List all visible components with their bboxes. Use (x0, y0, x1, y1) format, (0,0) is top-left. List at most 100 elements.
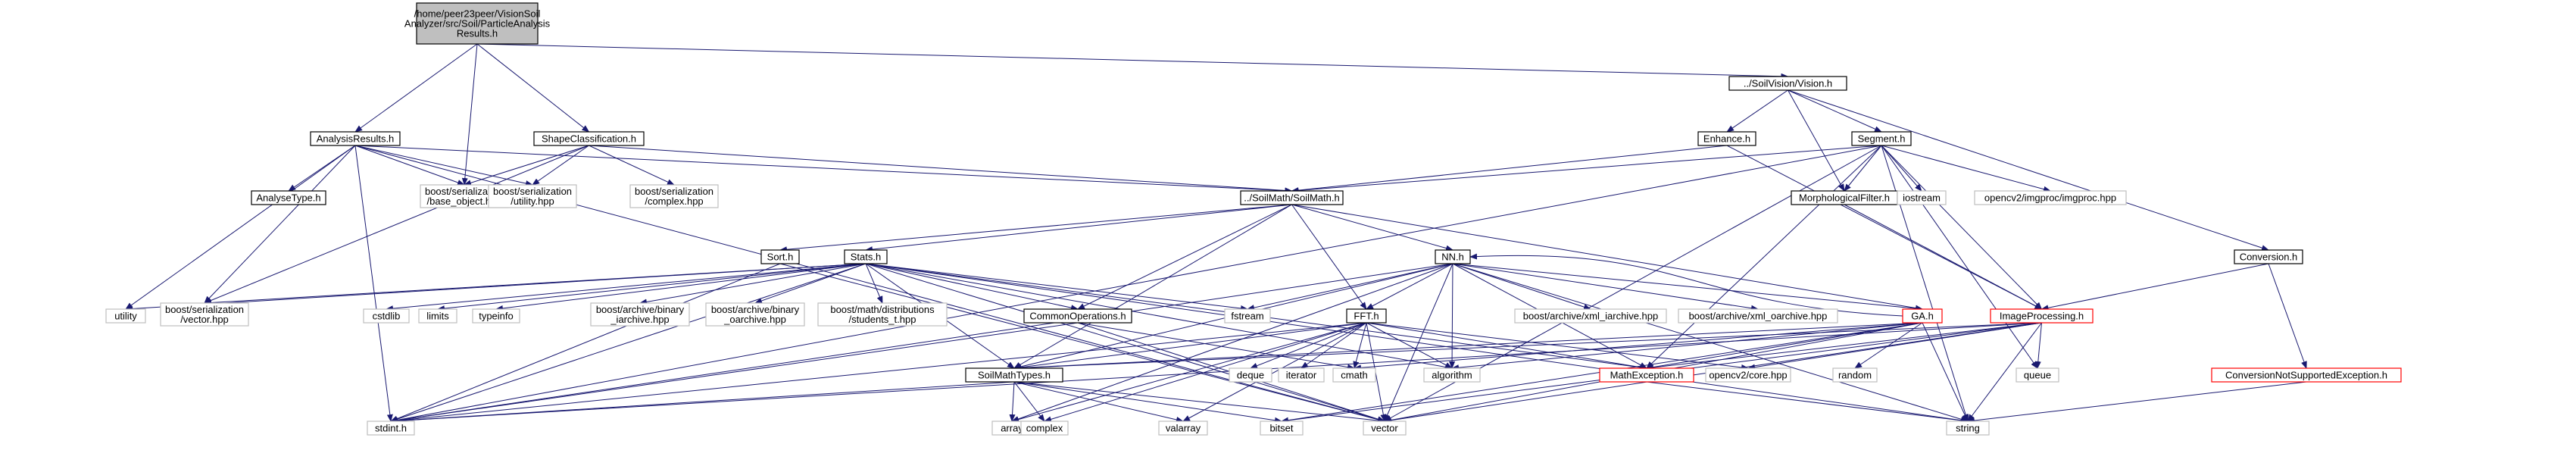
node-label: Sort.h (767, 252, 794, 263)
node-label: _oarchive.hpp (723, 314, 786, 325)
node-label: vector (1371, 423, 1398, 434)
node-iostream[interactable]: iostream (1897, 190, 1947, 205)
edge-segment-to-stdint (390, 145, 1882, 424)
node-ffth[interactable]: FFT.h (1346, 308, 1387, 324)
node-algorithm[interactable]: algorithm (1423, 367, 1481, 383)
edge-soilmathtypes-to-valarray (1013, 381, 1184, 423)
edge-morph-to-imageprocessing (1844, 204, 2043, 310)
node-conversion[interactable]: Conversion.h (2234, 249, 2303, 264)
node-label: Enhance.h (1703, 133, 1750, 145)
node-box (1946, 421, 1990, 436)
node-sorth[interactable]: Sort.h (760, 249, 800, 264)
node-label: Results.h (457, 28, 498, 39)
node-box (1332, 367, 1376, 383)
node-utilityhpp[interactable]: boost/serialization/utility.hpp (488, 184, 577, 208)
edge-nnh-to-fstream (1247, 263, 1453, 311)
node-cmath[interactable]: cmath (1332, 367, 1376, 383)
node-imageprocessing[interactable]: ImageProcessing.h (1990, 308, 2094, 324)
node-label: boost/serialization (635, 186, 713, 197)
node-iterator[interactable]: iterator (1278, 367, 1325, 383)
node-binary_iarchive[interactable]: boost/archive/binary_iarchive.hpp (590, 302, 690, 327)
edge-statsh-to-fstream (865, 263, 1248, 311)
node-vector[interactable]: vector (1363, 421, 1407, 436)
node-complexhpp[interactable]: boost/serialization/complex.hpp (629, 184, 719, 208)
node-label: MathException.h (1610, 370, 1684, 381)
edge-soilmath-to-soilmathtypes (1013, 204, 1292, 369)
node-box (1697, 131, 1756, 146)
node-enhance[interactable]: Enhance.h (1697, 131, 1756, 146)
node-random[interactable]: random (1832, 367, 1878, 383)
edge-ffth-to-complex (1044, 322, 1367, 423)
node-morph[interactable]: MorphologicalFilter.h (1791, 190, 1898, 205)
node-label: /utility.hpp (511, 195, 554, 207)
node-vectorhpp[interactable]: boost/serialization/vector.hpp (160, 302, 249, 327)
node-label: boost/archive/binary (596, 304, 685, 315)
node-box (1514, 308, 1667, 324)
node-xml_oarchive[interactable]: boost/archive/xml_oarchive.hpp (1678, 308, 1838, 324)
node-label: boost/serialization (425, 186, 504, 197)
node-bitset[interactable]: bitset (1260, 421, 1304, 436)
edge-nnh-to-xml_oarchive (1452, 263, 1759, 311)
node-box (1224, 308, 1271, 324)
node-binary_oarchive[interactable]: boost/archive/binary_oarchive.hpp (705, 302, 805, 327)
edge-enhance-to-soilmath (1291, 145, 1728, 194)
node-soilmath[interactable]: ../SoilMath/SoilMath.h (1240, 190, 1344, 205)
node-visionh[interactable]: ../SoilVision/Vision.h (1728, 76, 1847, 91)
node-string[interactable]: string (1946, 421, 1990, 436)
node-complex[interactable]: complex (1020, 421, 1069, 436)
node-gah[interactable]: GA.h (1902, 308, 1943, 324)
edge-segment-to-imgprochpp (1881, 145, 2051, 192)
node-label: ShapeClassification.h (542, 133, 636, 145)
node-utility[interactable]: utility (105, 308, 146, 324)
node-label: ../SoilMath/SoilMath.h (1244, 192, 1339, 204)
node-fstream[interactable]: fstream (1224, 308, 1271, 324)
edge-conversion-to-imageprocessing (2041, 263, 2269, 311)
node-commonops[interactable]: CommonOperations.h (1023, 308, 1132, 324)
node-analysetype[interactable]: AnalyseType.h (251, 190, 326, 205)
node-root[interactable]: /home/peer23peer/VisionSoilAnalyzer/src/… (404, 2, 551, 45)
node-box (310, 131, 401, 146)
node-limits[interactable]: limits (418, 308, 457, 324)
node-valarray[interactable]: valarray (1158, 421, 1208, 436)
node-stdint[interactable]: stdint.h (367, 421, 415, 436)
edge-ffth-to-cmath (1353, 322, 1367, 369)
node-segment[interactable]: Segment.h (1851, 131, 1912, 146)
edge-soilmath-to-statsh (865, 204, 1292, 253)
node-typeinfo[interactable]: typeinfo (472, 308, 520, 324)
node-nnh[interactable]: NN.h (1435, 249, 1471, 264)
node-box (1832, 367, 1878, 383)
edge-statsh-to-typeinfo (495, 263, 866, 311)
node-box (705, 302, 805, 327)
node-shapeclass[interactable]: ShapeClassification.h (533, 131, 645, 146)
node-cstdlib[interactable]: cstdlib (363, 308, 410, 324)
edge-commonops-to-cmath (1077, 322, 1355, 371)
node-box (844, 249, 888, 264)
node-box (1851, 131, 1912, 146)
edge-segment-to-queue (1881, 145, 2038, 369)
node-statsh[interactable]: Stats.h (844, 249, 888, 264)
node-label: queue (2024, 370, 2051, 381)
node-convexception[interactable]: ConversionNotSupportedException.h (2211, 367, 2402, 383)
node-label: ConversionNotSupportedException.h (2225, 370, 2387, 381)
node-corehpp[interactable]: opencv2/core.hpp (1705, 367, 1791, 383)
node-box (1260, 421, 1304, 436)
node-deque[interactable]: deque (1229, 367, 1272, 383)
node-soilmathtypes[interactable]: SoilMathTypes.h (965, 367, 1063, 383)
edge-statsh-to-commonops (865, 263, 1079, 311)
edge-enhance-to-imageprocessing (1726, 145, 2043, 310)
node-label: boost/serialization (493, 186, 572, 197)
edge-mathexception-to-string (1646, 381, 1969, 424)
node-box (1728, 76, 1847, 91)
node-box (1240, 190, 1344, 205)
node-analysisresults[interactable]: AnalysisResults.h (310, 131, 401, 146)
node-students_t[interactable]: boost/math/distributions/students_t.hpp (817, 302, 948, 327)
node-xml_iarchive[interactable]: boost/archive/xml_iarchive.hpp (1514, 308, 1667, 324)
node-box (105, 308, 146, 324)
node-queue[interactable]: queue (2016, 367, 2059, 383)
edge-statsh-to-cstdlib (386, 263, 866, 312)
node-box (472, 308, 520, 324)
node-box (2234, 249, 2303, 264)
node-imgprochpp[interactable]: opencv2/imgproc/imgproc.hpp (1974, 190, 2127, 205)
node-mathexception[interactable]: MathException.h (1599, 367, 1694, 383)
node-label: fstream (1231, 311, 1263, 322)
